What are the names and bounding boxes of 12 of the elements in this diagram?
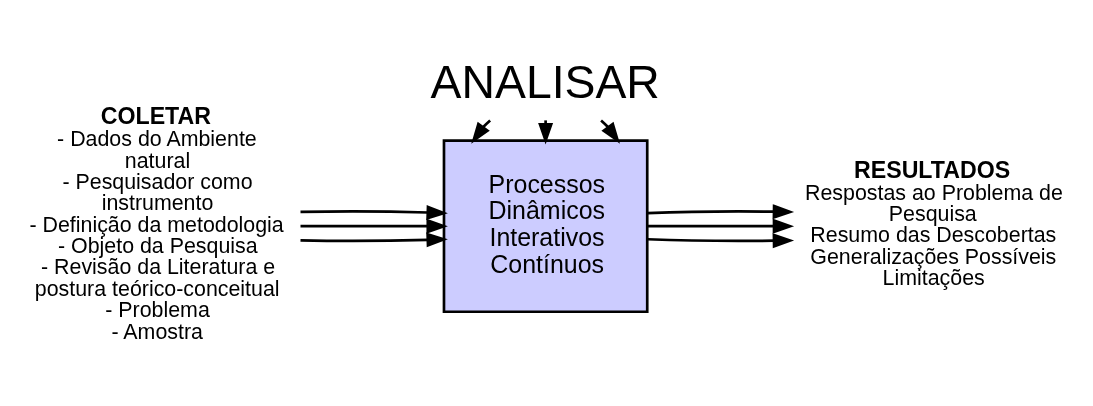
arrow: [300, 218, 448, 234]
arrow: [300, 205, 448, 220]
arrow: [300, 232, 448, 248]
node-text: COLETAR - Dados do Ambiente natural - Pesquisador como instrumento - Definição da metodologia - Objeto da Pesquisa - Revisão da Literatura e postura teórico-conceitual - Problema - Amostra: [29, 103, 284, 344]
arrow: [647, 218, 795, 234]
node-box: Processos Dinâmicos Interativos Contínuos: [442, 139, 649, 314]
arrow: [647, 204, 795, 220]
node-text: ANALISAR: [430, 56, 660, 109]
arrow: [538, 120, 554, 145]
arrow: [647, 233, 795, 249]
node-text: RESULTADOS Respostas ao Problema de Pesquisa Resumo das Descobertas Generalizações Possíveis Limitações: [805, 156, 1063, 291]
arrow: [471, 119, 492, 144]
